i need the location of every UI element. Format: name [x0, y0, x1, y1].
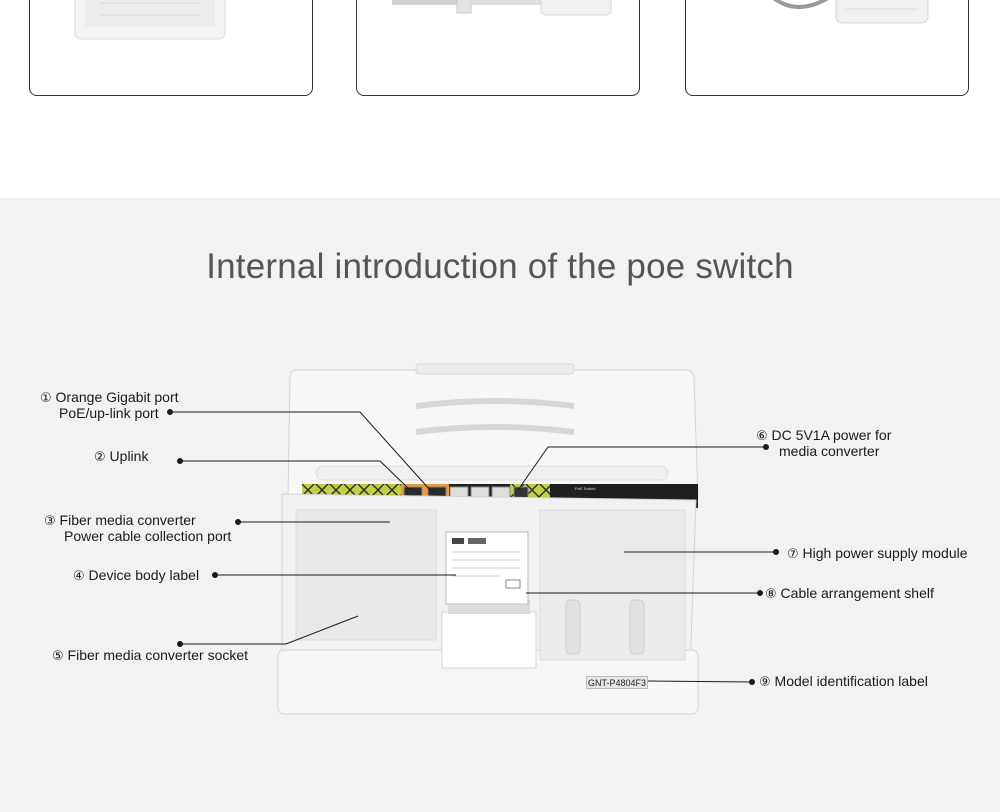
enclosure-lid	[287, 363, 699, 499]
callout-uplink: ② Uplink	[94, 448, 149, 465]
enclosure-front-image	[74, 0, 226, 40]
device-body-label	[445, 531, 529, 605]
callout-cable-shelf: ⑧ Cable arrangement shelf	[765, 585, 934, 602]
callout-model-label: ⑨ Model identification label	[759, 673, 928, 690]
callout-orange-gigabit-port: ① Orange Gigabit port PoE/up-link port	[40, 389, 179, 421]
callout-fiber-converter-socket: ⑤ Fiber media converter socket	[52, 647, 249, 664]
enclosure-pole-mount-image	[773, 0, 929, 24]
callout-power-supply-module: ⑦ High power supply module	[787, 545, 968, 562]
product-thumbnail-front[interactable]	[29, 0, 313, 96]
product-thumbnail-side[interactable]	[356, 0, 640, 96]
callout-device-body-label: ④ Device body label	[73, 567, 200, 584]
product-thumbnail-pole-mount[interactable]	[685, 0, 969, 96]
callout-lines	[167, 409, 779, 685]
svg-text:PoE Switch: PoE Switch	[575, 486, 595, 491]
product-gallery	[0, 0, 1000, 198]
section-title: Internal introduction of the poe switch	[206, 247, 794, 286]
callout-fiber-power-cable-port: ③ Fiber media converter Power cable coll…	[44, 512, 232, 544]
enclosure-side-image	[392, 0, 612, 16]
callout-dc-power: ⑥ DC 5V1A power for media converter	[756, 427, 892, 459]
model-identification-label: GNT-P4804F3	[586, 676, 648, 689]
